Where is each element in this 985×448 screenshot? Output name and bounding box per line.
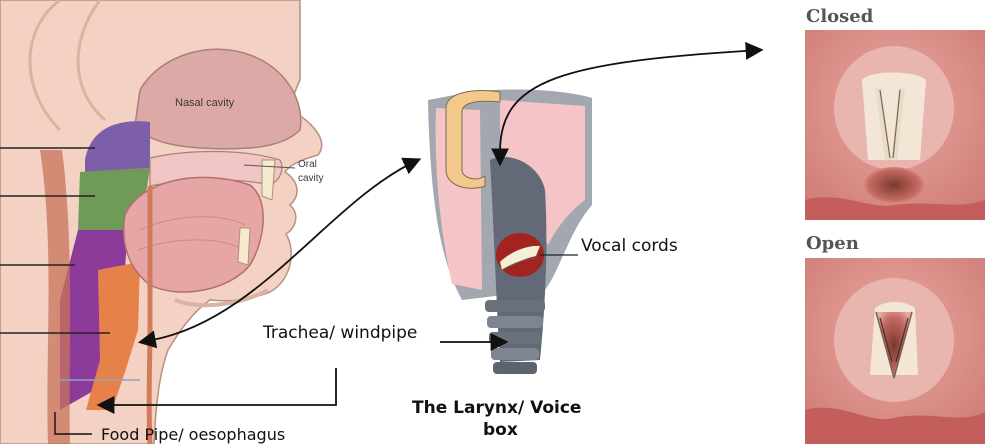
- trachea-ring-2: [487, 316, 543, 328]
- nasal-cavity-label: Nasal cavity: [175, 97, 235, 109]
- trachea-ring-4: [491, 348, 539, 360]
- vocal-folds-open-image: [805, 258, 985, 444]
- larynx-illustration: [428, 90, 592, 374]
- closed-label: Closed: [806, 6, 873, 27]
- food-pipe-label: Food Pipe/ oesophagus: [101, 425, 285, 444]
- head-illustration: Nasal cavity Oral cavity: [0, 0, 324, 444]
- larynx-title-line2: box: [483, 420, 518, 440]
- trachea-ring-1: [485, 300, 545, 312]
- trachea-label: Trachea/ windpipe: [263, 323, 417, 343]
- vocal-cords-label: Vocal cords: [581, 236, 678, 256]
- oral-cavity-label-line1: Oral: [298, 159, 317, 170]
- vocal-folds-closed-image: [805, 30, 985, 220]
- larynx-title-line1: The Larynx/ Voice: [412, 398, 581, 418]
- oral-cavity-label-line2: cavity: [298, 173, 324, 184]
- open-label: Open: [806, 233, 859, 254]
